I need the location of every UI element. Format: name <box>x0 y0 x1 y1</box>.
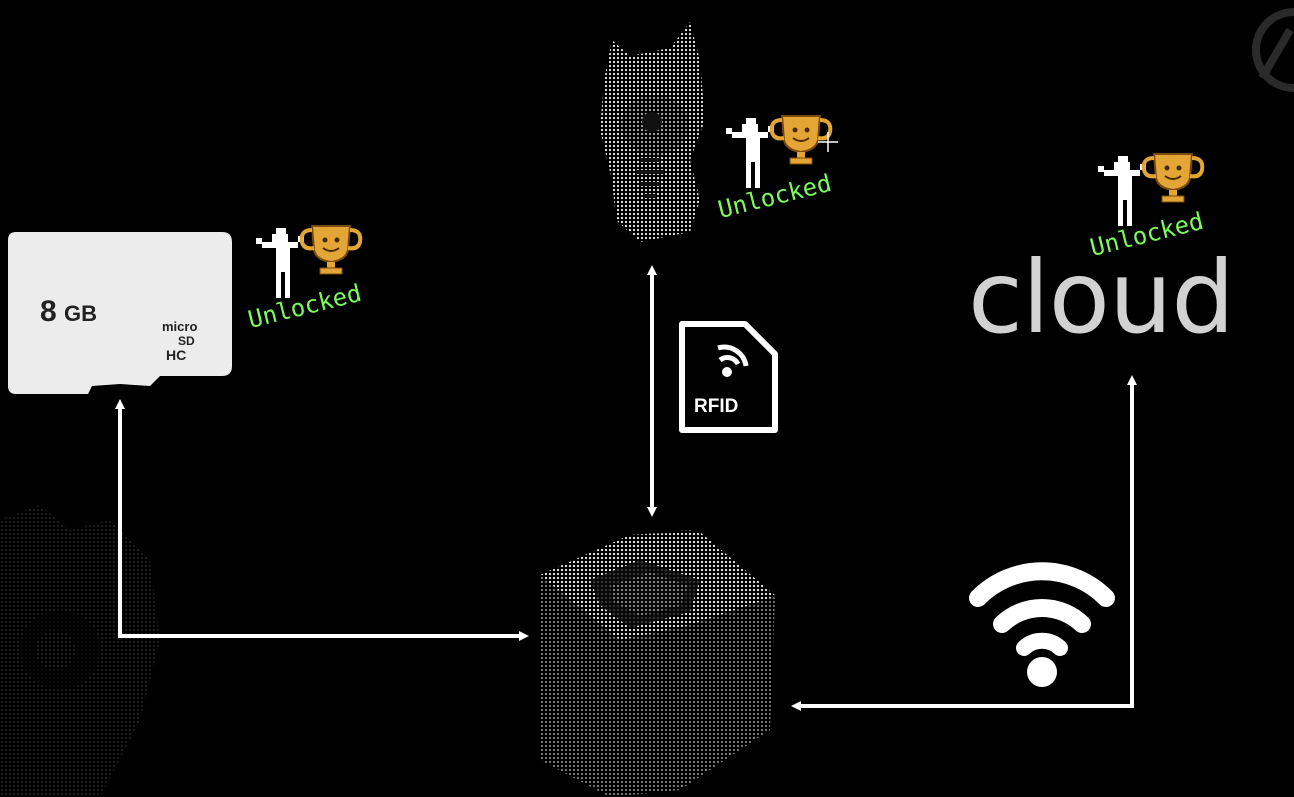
trophy-icon <box>299 225 363 275</box>
sd-brand-micro: micro <box>162 319 197 334</box>
arrow-box-to-sdcard <box>115 399 529 641</box>
achievement-badge-sdcard: Unlocked <box>245 218 422 334</box>
arrow-box-to-cloud <box>791 375 1137 711</box>
sd-brand-sd: SD <box>178 334 195 348</box>
trophy-icon <box>1141 153 1205 203</box>
achievement-badge-cloud: Unlocked <box>1087 146 1264 262</box>
pixel-person-icon <box>256 228 304 298</box>
trophy-icon <box>769 115 833 165</box>
sd-capacity-value: 8 <box>40 295 57 328</box>
sd-capacity-unit: GB <box>64 301 97 326</box>
achievement-badge-figurine: Unlocked <box>715 108 892 224</box>
pixel-person-icon <box>726 118 774 188</box>
rfid-label: RFID <box>694 396 738 417</box>
pixel-person-icon <box>1098 156 1146 226</box>
cursor-crosshair-icon <box>818 132 838 152</box>
cloud-label: cloud <box>968 239 1235 356</box>
sd-brand-hc: HC <box>166 347 186 363</box>
